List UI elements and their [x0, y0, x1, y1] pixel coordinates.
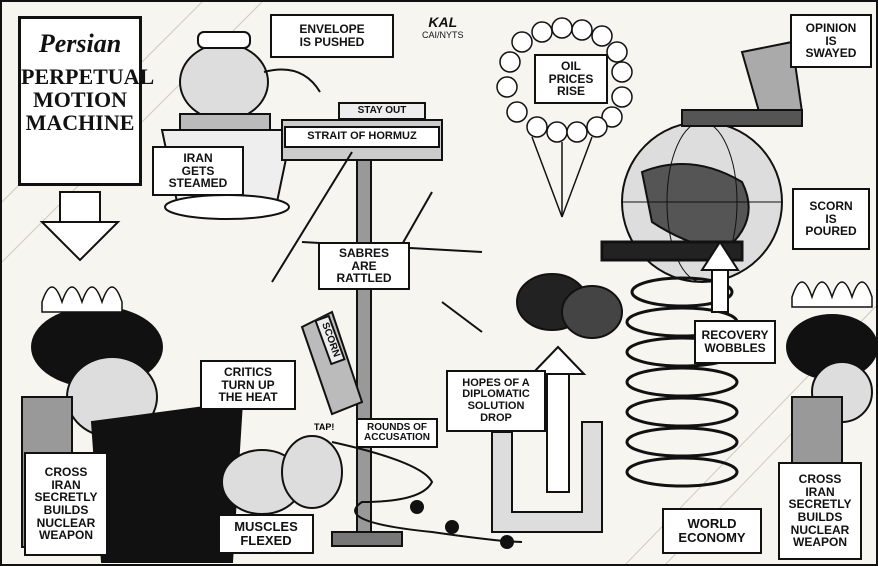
label-strait-of-hormuz: STRAIT of HORMUZ	[284, 126, 440, 148]
label-recovery-wobbles: RECOVERY WOBBLES	[694, 320, 776, 364]
opinion-pitcher	[681, 40, 804, 127]
label-scorn-poured: SCORN IS POURED	[792, 188, 870, 250]
label-stay-out: STAY OUT	[338, 102, 426, 120]
label-oil-prices-rise: OIL PRICES RISE	[534, 54, 608, 104]
up-arrow-right	[700, 240, 740, 313]
label-envelope-pushed: ENVELOPE IS PUSHED	[270, 14, 394, 58]
label-tap: TAP!	[314, 422, 335, 432]
down-arrow-left	[39, 191, 121, 262]
label-rounds-of-accusation: ROUNDS OF ACCUSATION	[356, 418, 438, 448]
label-cross-iran-right: CROSS IRAN SECRETLY BUILDS NUCLEAR WEAPO…	[778, 462, 862, 560]
oil-balloons	[496, 17, 633, 218]
artist-credit: KAL CAI/NYTS	[422, 14, 464, 40]
up-arrow-center	[529, 345, 587, 493]
u-trough	[491, 421, 603, 533]
spiral-track	[331, 441, 523, 543]
flames	[41, 281, 873, 313]
kettle	[179, 31, 321, 131]
label-cross-iran-left: CROSS IRAN SECRETLY BUILDS NUCLEAR WEAPO…	[24, 452, 108, 556]
agency-credit: CAI/NYTS	[422, 30, 464, 40]
label-opinion-swayed: OPINION IS SWAYED	[790, 14, 872, 68]
oil-barrels	[516, 273, 623, 339]
label-iran-gets-steamed: IRAN GETS STEAMED	[152, 146, 244, 196]
title-perpetual-motion-machine: PERPETUAL MOTION MACHINE	[21, 64, 155, 136]
cartoon-title-box: Persian PERPETUAL MOTION MACHINE	[18, 16, 155, 186]
label-world-economy: WORLD ECONOMY	[662, 508, 762, 554]
label-critics-heat: CRITICS TURN UP THE HEAT	[200, 360, 296, 410]
rolling-bombs	[410, 500, 514, 549]
label-sabres-rattled: SABRES ARE RATTLED	[318, 242, 410, 290]
label-hopes-diplomatic: HOPES OF A DIPLOMATIC SOLUTION DROP	[446, 370, 546, 432]
artist-signature: KAL	[428, 14, 458, 30]
label-muscles-flexed: MUSCLES FLEXED	[218, 514, 314, 554]
title-persian: Persian	[38, 29, 122, 58]
